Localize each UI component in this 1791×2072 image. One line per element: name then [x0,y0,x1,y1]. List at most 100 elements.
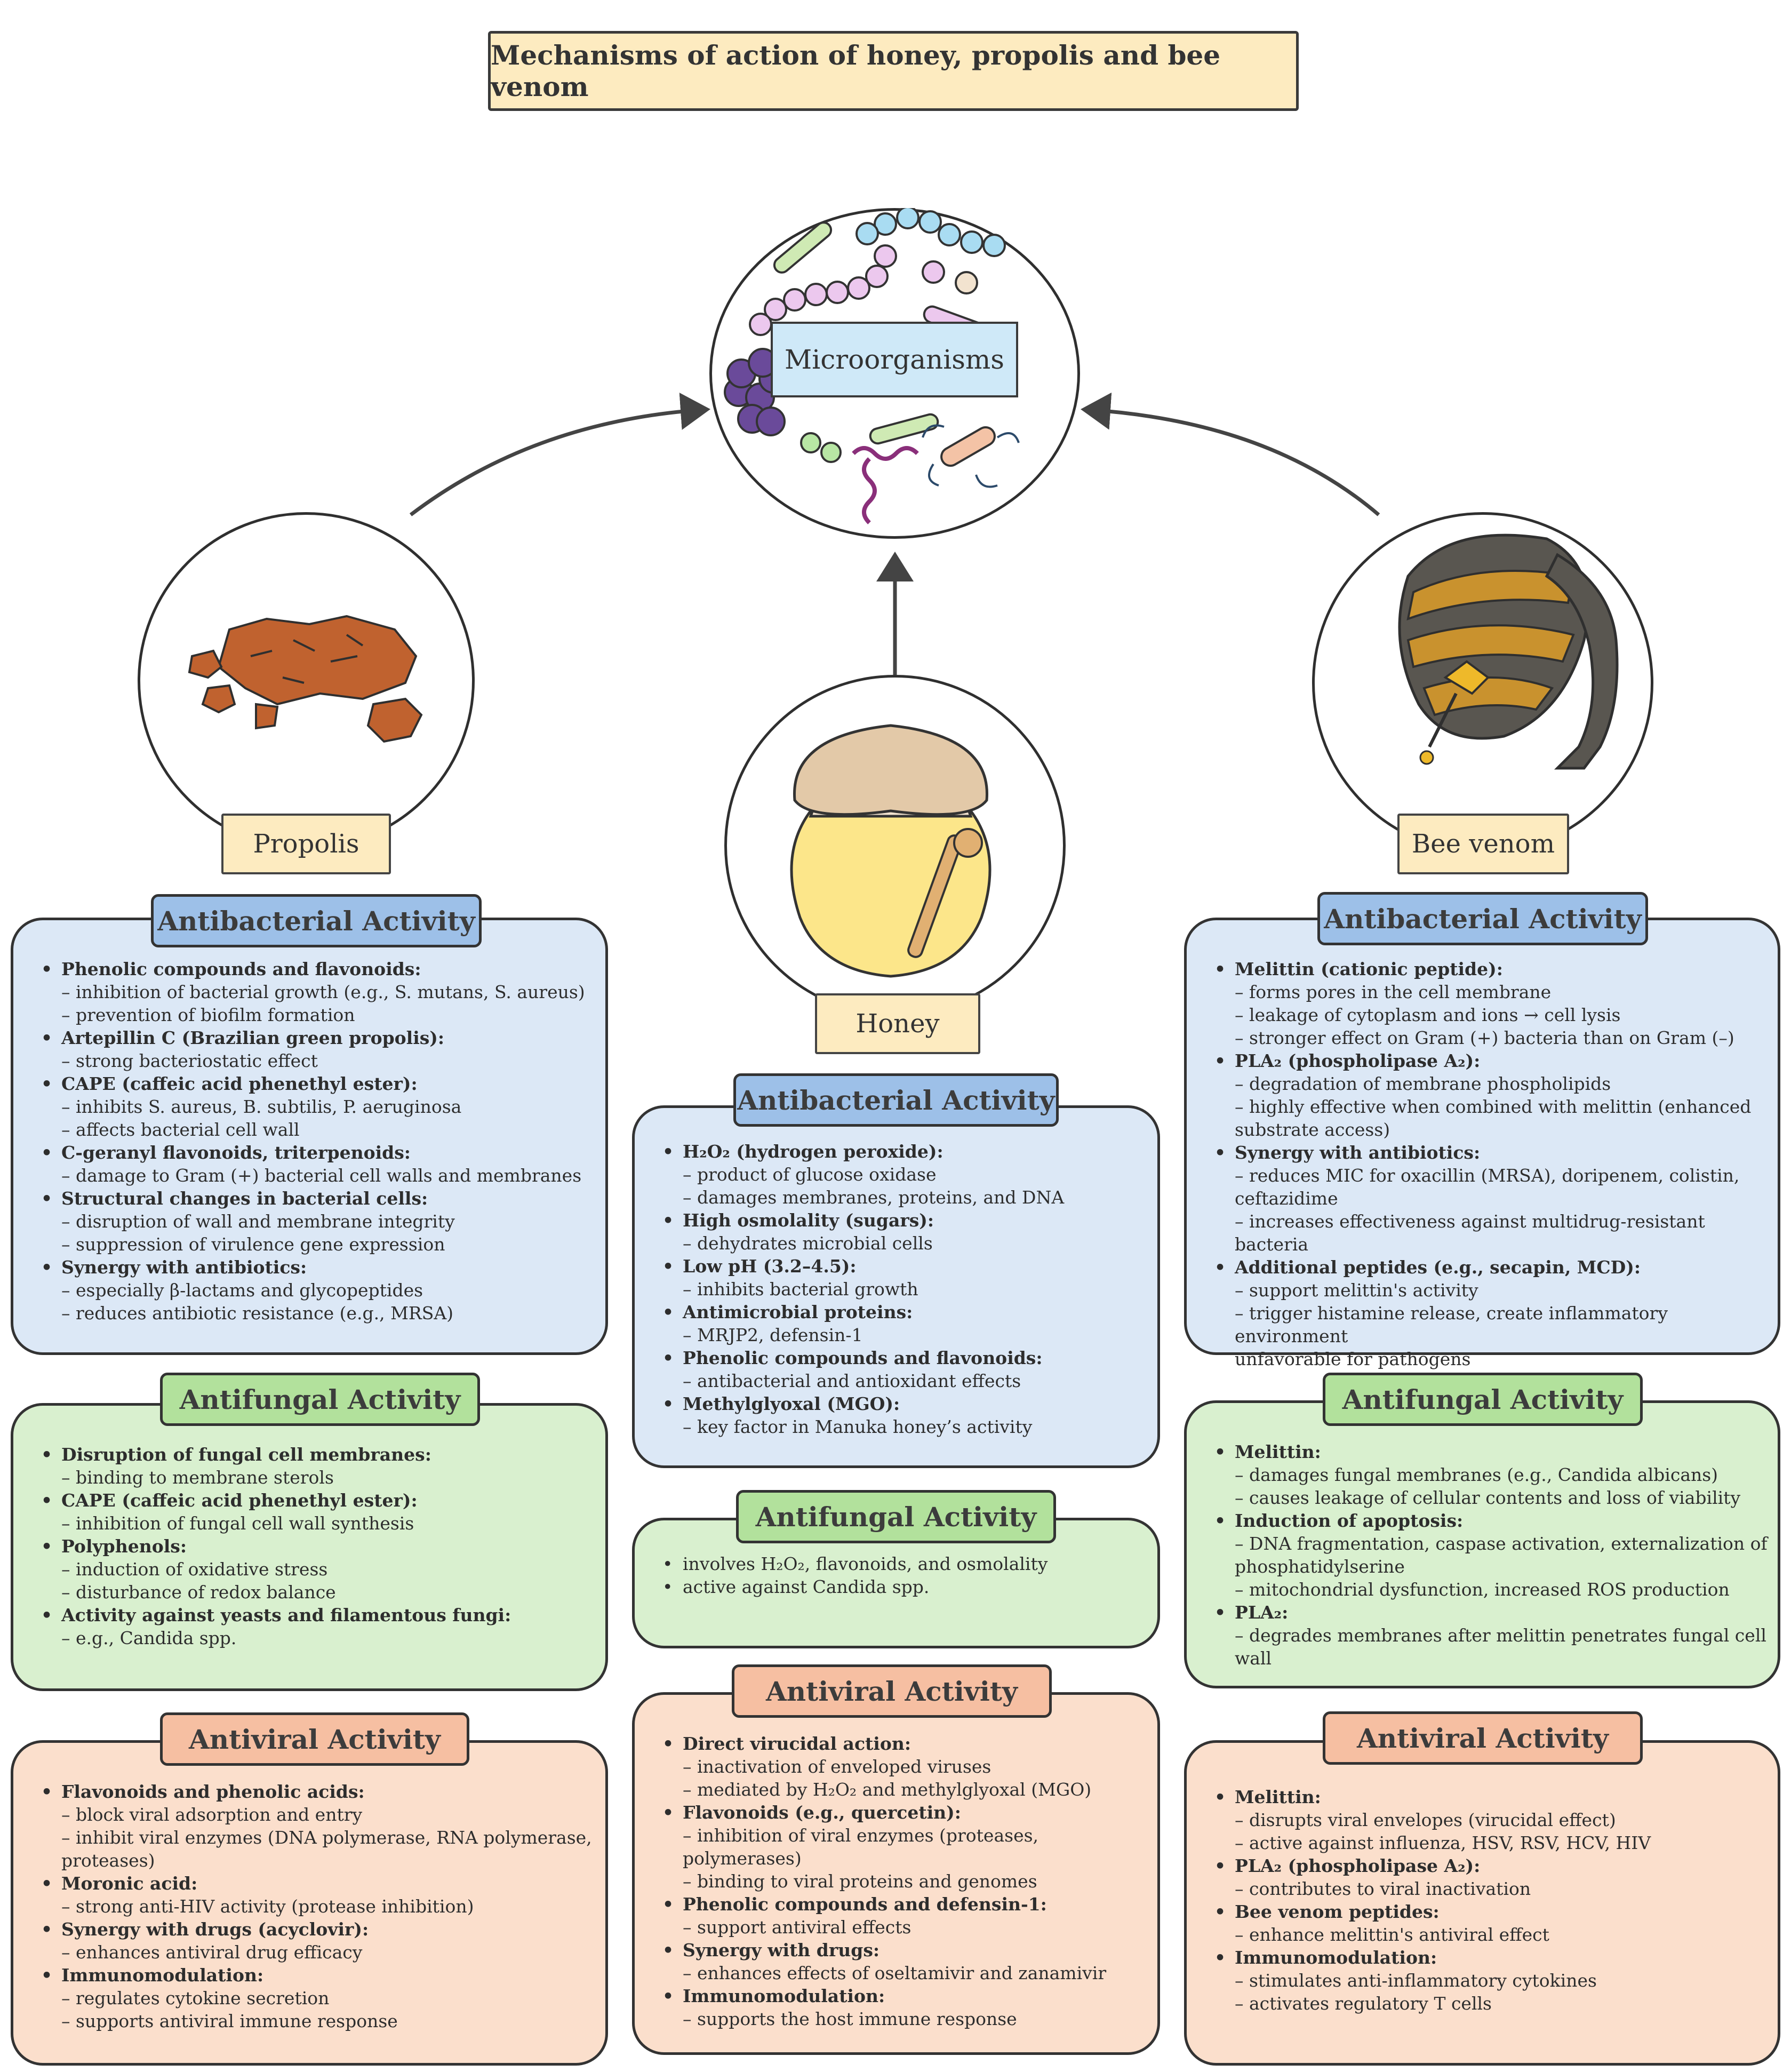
item-heading: Activity against yeasts and filamentous … [40,1604,605,1627]
item-heading: Low pH (3.2–4.5): [661,1255,1157,1278]
honey-antifungal-list: involves H₂O₂, flavonoids, and osmolalit… [661,1552,1157,1598]
item-heading: Phenolic compounds and defensin-1: [661,1893,1157,1916]
item-detail: – suppression of virulence gene expressi… [61,1234,445,1255]
bee-venom-antibacterial-list: Melittin (cationic peptide):– forms pore… [1213,958,1778,1370]
arrow-beevenom-to-microorganisms [1081,392,1380,516]
item-heading: Induction of apoptosis: [1213,1509,1778,1532]
item-detail: – strong anti-HIV activity (protease inh… [61,1896,474,1917]
propolis-label: Propolis [221,814,391,874]
item-detail: – support melittin's activity [1235,1280,1478,1301]
honey-antiviral-header: Antiviral Activity [732,1664,1052,1718]
item-heading: Polyphenols: [40,1535,605,1558]
item-heading: PLA₂: [1213,1601,1778,1624]
item-detail: – mitochondrial dysfunction, increased R… [1235,1579,1730,1600]
bee-venom-antiviral-panel: Melittin:– disrupts viral envelopes (vir… [1184,1740,1780,2066]
propolis-antibacterial-panel: Phenolic compounds and flavonoids:– inhi… [11,918,608,1355]
item-detail: proteases) [61,1850,155,1871]
item-heading: involves H₂O₂, flavonoids, and osmolalit… [661,1552,1157,1575]
item-detail: – e.g., Candida spp. [61,1628,237,1648]
item-detail: unfavorable for pathogens [1235,1349,1471,1369]
item-heading: Flavonoids and phenolic acids: [40,1780,605,1803]
item-heading: CAPE (caffeic acid phenethyl ester): [40,1489,605,1512]
item-heading: Methylglyoxal (MGO): [661,1392,1157,1415]
item-detail: – enhance melittin's antiviral effect [1235,1924,1549,1945]
item-detail: – stimulates anti-inflammatory cytokines [1235,1970,1597,1991]
item-heading: Melittin (cationic peptide): [1213,958,1778,981]
item-heading: PLA₂ (phospholipase A₂): [1213,1049,1778,1072]
item-heading: Immunomodulation: [40,1964,605,1987]
item-heading: Direct virucidal action: [661,1732,1157,1755]
item-detail: – enhances effects of oseltamivir and za… [683,1963,1107,1983]
bee-venom-antiviral-list: Melittin:– disrupts viral envelopes (vir… [1213,1786,1778,2015]
propolis-antiviral-panel: Flavonoids and phenolic acids:– block vi… [11,1740,608,2066]
bee-venom-antibacterial-panel: Melittin (cationic peptide):– forms pore… [1184,918,1780,1369]
propolis-antifungal-list: Disruption of fungal cell membranes:– bi… [40,1443,605,1649]
item-heading: Immunomodulation: [661,1985,1157,2007]
item-heading: Structural changes in bacterial cells: [40,1187,605,1210]
item-detail: – product of glucose oxidase [683,1164,937,1185]
item-detail: – support antiviral effects [683,1917,912,1938]
propolis-antifungal-panel: Disruption of fungal cell membranes:– bi… [11,1403,608,1691]
item-heading: Flavonoids (e.g., quercetin): [661,1801,1157,1824]
bee-venom-antifungal-list: Melittin:– damages fungal membranes (e.g… [1213,1440,1778,1670]
item-detail: – disrupts viral envelopes (virucidal ef… [1235,1810,1616,1830]
item-detail: – forms pores in the cell membrane [1235,982,1552,1002]
item-detail: – prevention of biofilm formation [61,1005,355,1025]
item-heading: Synergy with antibiotics: [1213,1141,1778,1164]
item-heading: PLA₂ (phospholipase A₂): [1213,1854,1778,1877]
bee-venom-antifungal-panel: Melittin:– damages fungal membranes (e.g… [1184,1400,1780,1688]
item-detail: – active against influenza, HSV, RSV, HC… [1235,1832,1651,1853]
item-heading: Melittin: [1213,1786,1778,1808]
propolis-icon [188,615,423,743]
honey-antiviral-panel: Direct virucidal action:– inactivation o… [632,1692,1160,2055]
item-detail: – reduces MIC for oxacillin (MRSA), dori… [1235,1165,1740,1186]
item-heading: H₂O₂ (hydrogen peroxide): [661,1140,1157,1163]
item-heading: Moronic acid: [40,1872,605,1895]
page-title: Mechanisms of action of honey, propolis … [491,39,1221,102]
honey-antibacterial-header: Antibacterial Activity [733,1073,1059,1127]
item-detail: – induction of oxidative stress [61,1559,328,1580]
item-detail: – damages fungal membranes (e.g., Candid… [1235,1464,1718,1485]
item-detail: – supports antiviral immune response [61,2011,398,2031]
item-heading: Synergy with drugs (acyclovir): [40,1918,605,1941]
item-detail: – mediated by H₂O₂ and methylglyoxal (MG… [683,1779,1092,1800]
honey-jar-icon [790,724,992,978]
propolis-antiviral-header: Antiviral Activity [160,1712,469,1766]
propolis-antiviral-list: Flavonoids and phenolic acids:– block vi… [40,1780,605,2033]
item-detail: – degradation of membrane phospholipids [1235,1073,1611,1094]
item-heading: Disruption of fungal cell membranes: [40,1443,605,1466]
honey-antiviral-list: Direct virucidal action:– inactivation o… [661,1732,1157,2030]
item-detail: – inhibit viral enzymes (DNA polymerase,… [61,1827,592,1848]
bee-venom-label: Bee venom [1397,814,1569,874]
item-detail: – inhibits S. aureus, B. subtilis, P. ae… [61,1096,462,1117]
bee-venom-antiviral-header: Antiviral Activity [1323,1711,1643,1765]
item-heading: Synergy with antibiotics: [40,1256,605,1279]
item-heading: Additional peptides (e.g., secapin, MCD)… [1213,1256,1778,1279]
honey-antibacterial-list: H₂O₂ (hydrogen peroxide):– product of gl… [661,1140,1157,1438]
item-heading: active against Candida spp. [661,1575,1157,1598]
item-detail: – disturbance of redox balance [61,1582,336,1603]
item-detail: – disruption of wall and membrane integr… [61,1211,455,1232]
item-detail: substrate access) [1235,1119,1390,1140]
item-detail: – binding to membrane sterols [61,1467,334,1488]
item-heading: Artepillin C (Brazilian green propolis): [40,1026,605,1049]
item-heading: High osmolality (sugars): [661,1209,1157,1232]
propolis-antibacterial-list: Phenolic compounds and flavonoids:– inhi… [40,958,605,1325]
item-detail: – degrades membranes after melittin pene… [1235,1625,1766,1646]
item-heading: Melittin: [1213,1440,1778,1463]
item-detail: – antibacterial and antioxidant effects [683,1370,1021,1391]
item-heading: Bee venom peptides: [1213,1900,1778,1923]
item-heading: Immunomodulation: [1213,1946,1778,1969]
title-box: Mechanisms of action of honey, propolis … [488,31,1299,111]
item-detail: – binding to viral proteins and genomes [683,1871,1037,1892]
propolis-antifungal-header: Antifungal Activity [160,1373,480,1426]
item-detail: polymerases) [683,1848,802,1869]
item-heading: Synergy with drugs: [661,1939,1157,1962]
item-detail: wall [1235,1648,1272,1669]
item-detail: ceftazidime [1235,1188,1338,1209]
item-detail: phosphatidylserine [1235,1556,1405,1577]
item-detail: – dehydrates microbial cells [683,1233,933,1254]
item-detail: – highly effective when combined with me… [1235,1096,1752,1117]
item-detail: – inhibition of fungal cell wall synthes… [61,1513,414,1534]
